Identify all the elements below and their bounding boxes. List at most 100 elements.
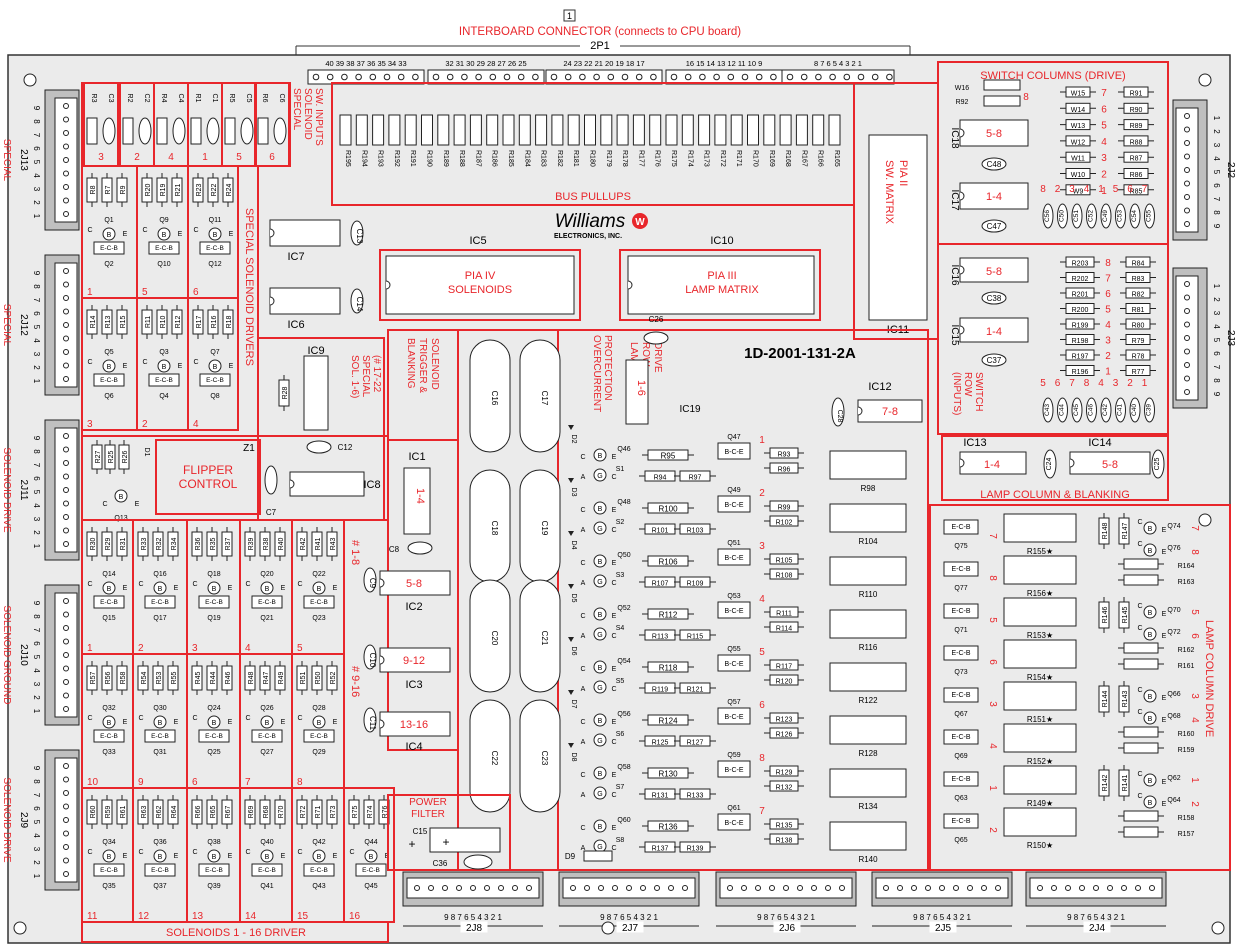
driver-number: 4 xyxy=(193,419,199,430)
capacitor xyxy=(1144,203,1155,229)
resistor xyxy=(191,799,203,825)
resistor-label: R79 xyxy=(1132,338,1145,345)
row-number: 6 xyxy=(759,700,765,711)
resistor-label: R92 xyxy=(956,99,969,106)
capacitor-label: C21 xyxy=(540,631,549,646)
row-number: 4 xyxy=(759,594,765,605)
capacitor xyxy=(306,440,332,454)
cap-number: 8 xyxy=(1040,184,1046,195)
input-number: 3 xyxy=(98,152,104,163)
resistor xyxy=(1118,517,1130,545)
transistor-label: Q26 xyxy=(260,705,273,712)
resistor-label: R195 xyxy=(344,150,351,167)
special-sol-label: (# 17-22 xyxy=(371,355,382,393)
pin xyxy=(925,885,931,891)
resistor xyxy=(1065,318,1095,330)
pin-number: 8 xyxy=(32,449,41,454)
resistor xyxy=(1065,256,1095,268)
resistor-label: R110 xyxy=(859,590,878,599)
resistor-label: R114 xyxy=(776,626,792,633)
column-number: 1 xyxy=(1189,777,1200,783)
pin xyxy=(1184,153,1190,160)
pin xyxy=(635,73,643,81)
capacitor xyxy=(1043,449,1057,479)
resistor-label: R138 xyxy=(776,838,793,845)
switch-columns-title: SWITCH COLUMNS (DRIVE) xyxy=(980,70,1125,82)
transistor-label: Q59 xyxy=(727,752,740,759)
transistor-pin: C xyxy=(297,715,302,722)
diode-label: D7 xyxy=(570,700,577,709)
transistor-pins: B-C-E xyxy=(724,502,743,509)
resistor xyxy=(1123,119,1149,131)
capacitor-label: C13 xyxy=(355,229,364,244)
resistor xyxy=(116,177,128,203)
resistor-label: R23 xyxy=(196,183,203,196)
transistor-pin: E xyxy=(229,231,234,238)
resistor xyxy=(763,114,776,146)
transistor-label: Q46 xyxy=(617,446,630,453)
transistor-label: Q25 xyxy=(207,749,220,756)
pin xyxy=(727,885,733,891)
diode-symbol xyxy=(568,690,574,695)
resistor-label: R25 xyxy=(108,450,115,463)
resistor-label: R150★ xyxy=(1027,841,1053,850)
pin-numbers: 9 8 7 6 5 4 3 2 1 xyxy=(1067,913,1125,922)
scr-label: S2 xyxy=(616,519,625,526)
pin xyxy=(412,73,419,81)
resistor-label: R29 xyxy=(105,537,112,550)
resistor xyxy=(167,531,179,557)
transistor-pins: B-C-E xyxy=(724,449,743,456)
resistor-label: R104 xyxy=(858,537,878,546)
transistor-pin: E xyxy=(281,585,286,592)
resistor-label: R201 xyxy=(1072,292,1089,299)
pin-number: 7 xyxy=(1212,365,1221,370)
diode-label: D1 xyxy=(143,448,150,457)
resistor xyxy=(191,665,203,691)
pin xyxy=(770,73,777,81)
ic10-label: LAMP MATRIX xyxy=(685,284,759,296)
driver-number: 5 xyxy=(297,643,303,654)
row-number: 6 xyxy=(1105,289,1111,300)
transistor-pins: E-C-B xyxy=(100,245,118,252)
ic4-label: 13-16 xyxy=(400,719,428,731)
transistor-label: Q10 xyxy=(157,261,170,268)
pin xyxy=(63,776,69,783)
transistor-label: Q47 xyxy=(727,434,740,441)
transistor-pin: B xyxy=(212,586,217,593)
pin xyxy=(1107,885,1113,891)
chip-notch xyxy=(959,458,965,468)
connector-title: INTERBOARD CONNECTOR (connects to CPU bo… xyxy=(459,26,741,38)
driver-number: 5 xyxy=(142,287,148,298)
resistor xyxy=(769,833,799,845)
transistor-label: Q70 xyxy=(1167,607,1180,614)
resistor xyxy=(769,621,799,633)
resistor-label: R91 xyxy=(1130,91,1143,98)
transistor-body xyxy=(93,595,125,609)
capacitor-label: C17 xyxy=(540,391,549,406)
resistor-label: R71 xyxy=(315,805,322,818)
pin xyxy=(1135,885,1141,891)
pin xyxy=(1051,885,1057,891)
pin-number: 9 xyxy=(1212,392,1221,397)
resistor-label: R49 xyxy=(278,671,285,684)
overcurrent-title: OVERCURRENT xyxy=(591,335,602,412)
transistor-pin: A xyxy=(581,527,586,534)
pin xyxy=(432,73,440,81)
resistor-label: R169 xyxy=(768,150,775,167)
transistor xyxy=(208,359,222,373)
ic16-label: 5-8 xyxy=(986,266,1002,278)
connector-id: 2J5 xyxy=(935,923,952,934)
jumper-label: W16 xyxy=(955,85,970,92)
pin-group-label: 40 39 38 37 36 35 34 33 xyxy=(325,59,406,68)
transistor-pin: C xyxy=(611,845,616,852)
transistor-pin: C xyxy=(1137,603,1142,610)
resistor xyxy=(296,531,308,557)
ic-id: IC16 xyxy=(949,264,960,286)
transistor-pin: A xyxy=(581,845,586,852)
scr-label: S6 xyxy=(616,731,625,738)
resistor xyxy=(141,177,153,203)
chip-notch xyxy=(269,228,275,238)
transistor-pin: E xyxy=(123,585,128,592)
resistor xyxy=(1065,119,1091,131)
resistor xyxy=(1065,349,1095,361)
